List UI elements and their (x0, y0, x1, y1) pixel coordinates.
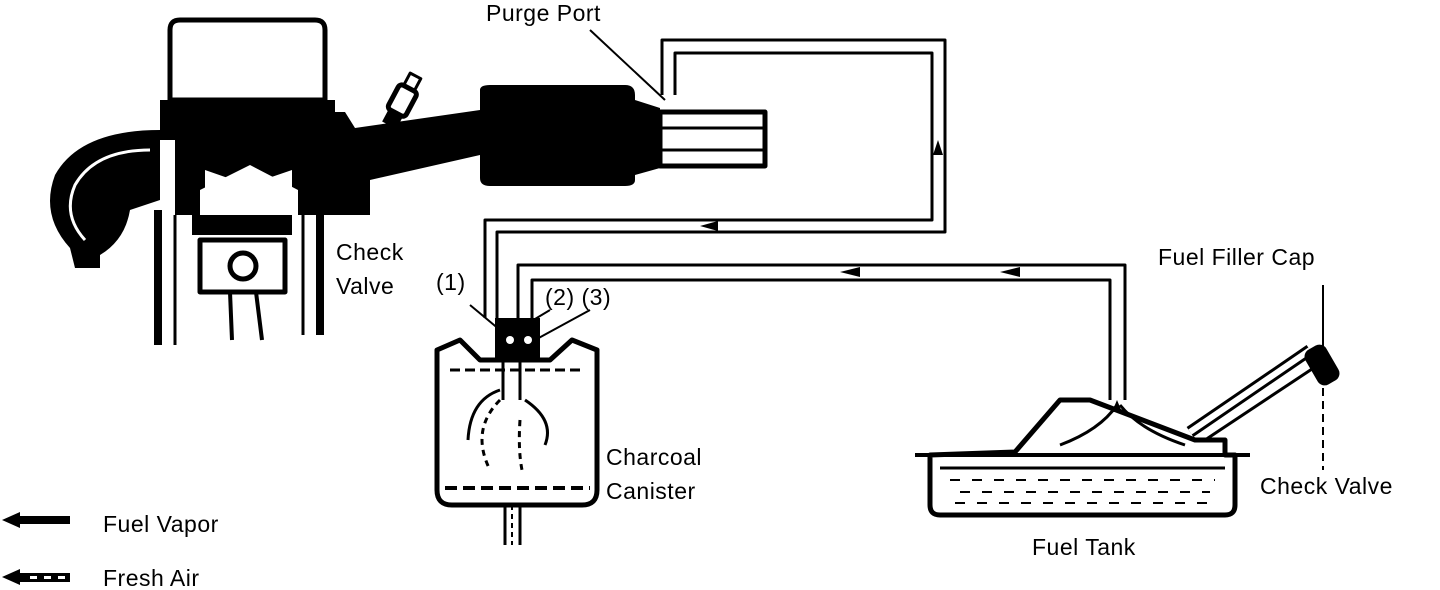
legend-fuel-vapor: Fuel Vapor (103, 511, 219, 537)
air-cleaner (160, 17, 335, 112)
fuel-vapor-arrow-icon (2, 512, 70, 528)
port-1-label: (1) (436, 269, 466, 295)
purge-line (483, 38, 947, 318)
vapor-line (516, 263, 1127, 400)
legend-fresh-air: Fresh Air (103, 565, 200, 590)
fuel-tank-label: Fuel Tank (1032, 534, 1136, 560)
port-2-3-label: (2) (3) (545, 284, 611, 310)
fresh-air-arrow-icon (2, 569, 70, 585)
charcoal-canister (434, 304, 600, 545)
fuel-filler-cap-label: Fuel Filler Cap (1158, 244, 1315, 270)
cylinder-block (154, 205, 324, 345)
fuel-filler-cap-icon (1304, 344, 1340, 386)
purge-port-label: Purge Port (486, 0, 601, 26)
legend: Fuel Vapor Fresh Air (2, 511, 219, 590)
fuel-tank (915, 285, 1340, 518)
engine (50, 17, 768, 345)
intake-scroll (50, 130, 160, 268)
check-valve-tank-label: Check Valve (1260, 473, 1393, 499)
